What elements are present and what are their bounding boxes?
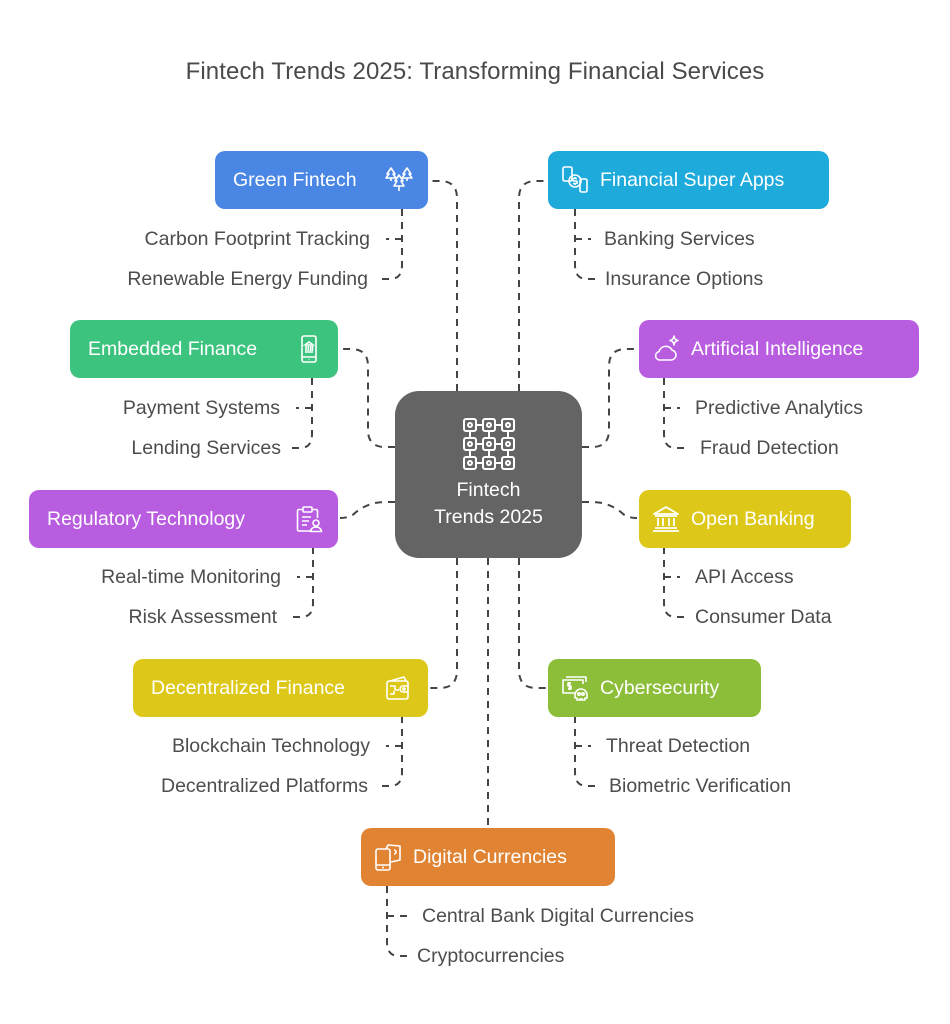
subitem-biometric-verification: Biometric Verification	[609, 775, 792, 797]
diagram-title: Fintech Trends 2025: Transforming Financ…	[185, 58, 765, 85]
subitem-threat-detection: Threat Detection	[606, 735, 751, 757]
node-label: Decentralized Finance	[151, 676, 346, 699]
subitem-carbon-footprint-tracking: Carbon Footprint Tracking	[144, 228, 370, 250]
central-label-line1: Fintech	[456, 479, 521, 501]
subitem-consumer-data: Consumer Data	[695, 606, 832, 628]
subitem-cryptocurrencies: Cryptocurrencies	[417, 945, 565, 967]
subitem-banking-services: Banking Services	[604, 228, 755, 250]
subitem-fraud-detection: Fraud Detection	[700, 437, 839, 459]
node-label: Digital Currencies	[413, 845, 567, 868]
subitem-decentralized-platforms: Decentralized Platforms	[161, 775, 368, 797]
central-label-line2: Trends 2025	[434, 506, 543, 528]
node-regulatory-technology[interactable]: Regulatory Technology	[29, 490, 338, 548]
mobile-bank-icon	[294, 334, 324, 364]
trees-icon	[384, 165, 414, 195]
subitem-api-access: API Access	[695, 566, 794, 588]
node-label: Green Fintech	[233, 168, 357, 191]
node-label: Artificial Intelligence	[691, 337, 864, 360]
blockchain-grid-icon	[462, 417, 516, 471]
cloud-sparkle-icon	[651, 334, 681, 364]
bank-building-icon	[651, 504, 681, 534]
subitem-real-time-monitoring: Real-time Monitoring	[101, 566, 281, 588]
subitem-blockchain-technology: Blockchain Technology	[171, 735, 370, 757]
money-skull-icon	[560, 673, 590, 703]
node-label: Regulatory Technology	[47, 507, 246, 530]
node-decentralized-finance[interactable]: Decentralized Finance	[133, 659, 428, 717]
node-label: Open Banking	[691, 507, 815, 530]
node-open-banking[interactable]: Open Banking	[639, 490, 851, 548]
node-label: Financial Super Apps	[600, 168, 785, 191]
wallet-icon	[384, 673, 414, 703]
node-financial-super-apps[interactable]: Financial Super Apps	[548, 151, 829, 209]
node-label: Cybersecurity	[600, 676, 720, 699]
subitem-central-bank-digital-currencies: Central Bank Digital Currencies	[422, 905, 695, 927]
subitem-payment-systems: Payment Systems	[122, 397, 280, 419]
subitem-renewable-energy-funding: Renewable Energy Funding	[127, 268, 368, 290]
subitem-lending-services: Lending Services	[131, 437, 281, 459]
node-label: Embedded Finance	[88, 337, 258, 360]
node-green-fintech[interactable]: Green Fintech	[215, 151, 428, 209]
node-cybersecurity[interactable]: Cybersecurity	[548, 659, 761, 717]
node-artificial-intelligence[interactable]: Artificial Intelligence	[639, 320, 919, 378]
phone-card-icon	[373, 842, 403, 872]
node-embedded-finance[interactable]: Embedded Finance	[70, 320, 338, 378]
node-digital-currencies[interactable]: Digital Currencies	[361, 828, 615, 886]
subitem-risk-assessment: Risk Assessment	[128, 606, 277, 628]
central-node[interactable]: Fintech Trends 2025	[395, 391, 582, 558]
mobile-money-icon	[560, 165, 590, 195]
subitem-predictive-analytics: Predictive Analytics	[695, 397, 863, 419]
subitem-insurance-options: Insurance Options	[605, 268, 764, 290]
clipboard-user-icon	[294, 504, 324, 534]
